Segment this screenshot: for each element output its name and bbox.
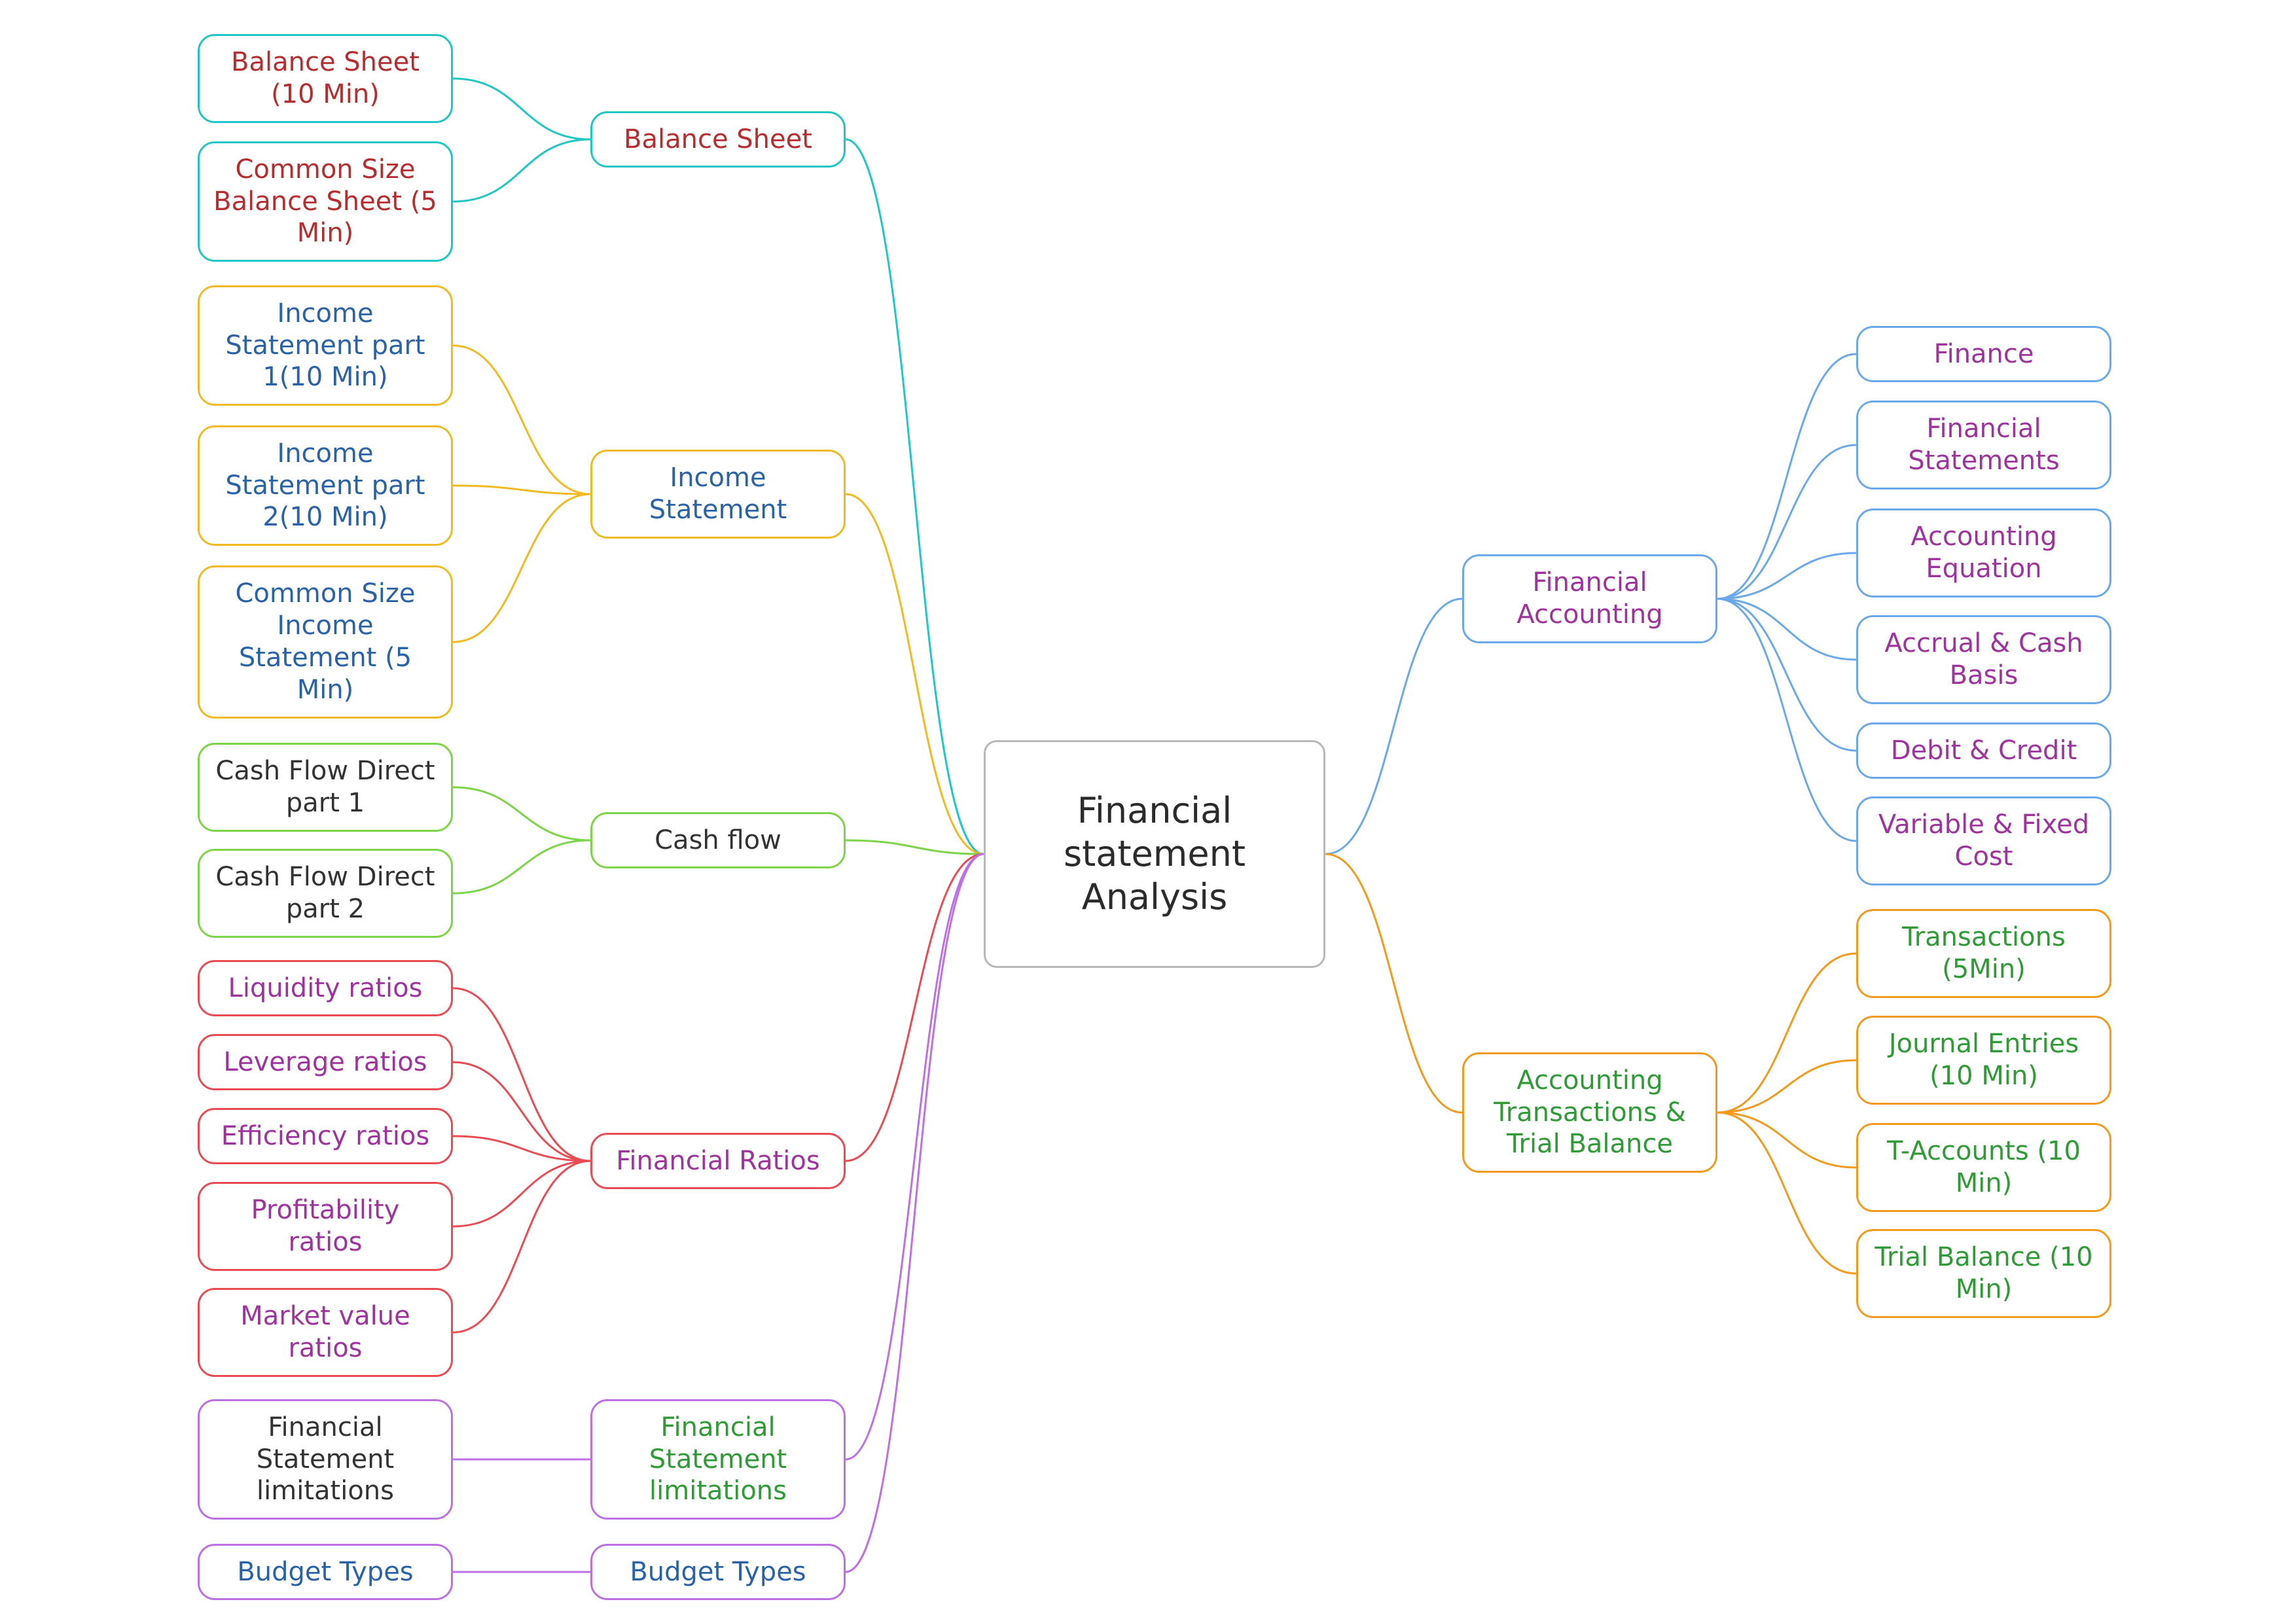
link-accounting-transactions-4 [1717,1111,1857,1275]
topic-income-statement-3-label: Common Size Income Statement (5 Min) [235,579,416,705]
topic-financial-accounting-2-label: Financial Statements [1908,414,2060,476]
branch-fs-limitations-label: Financial Statement limitations [649,1412,787,1507]
link-root-financial-accounting [1325,597,1463,855]
root-topic-label: Financial statement Analysis [1063,790,1246,918]
link-root-fs-limitations [845,853,984,1461]
topic-financial-accounting-5[interactable]: Debit & Credit [1856,722,2111,779]
branch-accounting-transactions-label: Accounting Transactions & Trial Balance [1494,1065,1686,1160]
link-income-statement-3 [452,493,591,643]
topic-accounting-transactions-3[interactable]: T-Accounts (10 Min) [1856,1123,2111,1212]
topic-income-statement-2[interactable]: Income Statement part 2(10 Min) [198,425,453,546]
link-root-financial-ratios [845,853,984,1162]
branch-income-statement-label: Income Statement [649,463,787,525]
branch-cash-flow[interactable]: Cash flow [590,812,846,868]
branch-fs-limitations[interactable]: Financial Statement limitations [590,1399,846,1520]
topic-financial-accounting-4-label: Accrual & Cash Basis [1884,628,2083,690]
link-financial-ratios-1 [452,987,591,1162]
topic-accounting-transactions-1[interactable]: Transactions (5Min) [1856,909,2111,998]
topic-financial-ratios-3-label: Efficiency ratios [221,1120,430,1151]
link-root-accounting-transactions [1325,853,1463,1114]
link-financial-ratios-2 [452,1061,591,1162]
topic-accounting-transactions-1-label: Transactions (5Min) [1902,922,2066,984]
branch-financial-ratios[interactable]: Financial Ratios [590,1133,846,1189]
branch-balance-sheet[interactable]: Balance Sheet [590,111,846,168]
topic-financial-ratios-2-label: Leverage ratios [223,1046,427,1077]
topic-accounting-transactions-4-label: Trial Balance (10 Min) [1874,1242,2093,1304]
topic-cash-flow-1-label: Cash Flow Direct part 1 [215,756,435,818]
link-financial-ratios-4 [452,1160,591,1228]
link-financial-accounting-4 [1717,597,1857,661]
topic-income-statement-1-label: Income Statement part 1(10 Min) [225,298,425,393]
link-balance-sheet-1 [452,77,591,141]
topic-accounting-transactions-3-label: T-Accounts (10 Min) [1887,1136,2081,1198]
topic-cash-flow-1[interactable]: Cash Flow Direct part 1 [198,743,453,832]
link-financial-accounting-2 [1717,444,1857,600]
link-financial-accounting-1 [1717,353,1857,600]
branch-financial-ratios-label: Financial Ratios [616,1145,820,1176]
link-accounting-transactions-2 [1717,1059,1857,1114]
branch-budget-types[interactable]: Budget Types [590,1544,846,1600]
topic-financial-ratios-5-label: Market value ratios [240,1301,410,1363]
topic-financial-accounting-5-label: Debit & Credit [1890,735,2077,766]
topic-balance-sheet-1-label: Balance Sheet (10 Min) [231,47,420,109]
topic-cash-flow-2[interactable]: Cash Flow Direct part 2 [198,849,453,938]
topic-financial-ratios-4-label: Profitability ratios [251,1195,400,1257]
topic-financial-accounting-2[interactable]: Financial Statements [1856,401,2111,490]
topic-financial-ratios-5[interactable]: Market value ratios [198,1288,453,1377]
topic-financial-ratios-1-label: Liquidity ratios [228,972,423,1003]
topic-accounting-transactions-2-label: Journal Entries (10 Min) [1888,1029,2079,1091]
topic-balance-sheet-2-label: Common Size Balance Sheet (5 Min) [213,154,437,249]
link-income-statement-1 [452,344,591,495]
link-financial-accounting-6 [1717,597,1857,842]
link-financial-accounting-5 [1717,597,1857,752]
branch-balance-sheet-label: Balance Sheet [624,124,812,154]
topic-budget-types-1[interactable]: Budget Types [198,1544,453,1600]
link-accounting-transactions-1 [1717,952,1857,1114]
topic-financial-accounting-6[interactable]: Variable & Fixed Cost [1856,796,2111,885]
topic-financial-ratios-1[interactable]: Liquidity ratios [198,960,453,1016]
branch-cash-flow-label: Cash flow [655,825,781,855]
branch-budget-types-label: Budget Types [630,1556,806,1587]
topic-financial-accounting-3-label: Accounting Equation [1910,522,2057,584]
topic-financial-accounting-4[interactable]: Accrual & Cash Basis [1856,615,2111,704]
link-root-balance-sheet [845,138,984,855]
topic-budget-types-1-label: Budget Types [237,1556,414,1587]
topic-income-statement-1[interactable]: Income Statement part 1(10 Min) [198,285,453,406]
branch-income-statement[interactable]: Income Statement [590,450,846,539]
topic-fs-limitations-1[interactable]: Financial Statement limitations [198,1399,453,1520]
root-topic[interactable]: Financial statement Analysis [984,740,1325,968]
link-financial-accounting-3 [1717,552,1857,600]
topic-financial-accounting-1[interactable]: Finance [1856,326,2111,382]
topic-fs-limitations-1-label: Financial Statement limitations [256,1412,395,1507]
topic-income-statement-3[interactable]: Common Size Income Statement (5 Min) [198,565,453,719]
topic-accounting-transactions-4[interactable]: Trial Balance (10 Min) [1856,1229,2111,1318]
branch-accounting-transactions[interactable]: Accounting Transactions & Trial Balance [1462,1052,1717,1173]
link-cash-flow-1 [452,786,591,842]
topic-financial-accounting-6-label: Variable & Fixed Cost [1878,810,2090,872]
link-accounting-transactions-3 [1717,1111,1857,1169]
topic-balance-sheet-2[interactable]: Common Size Balance Sheet (5 Min) [198,141,453,262]
topic-financial-accounting-1-label: Finance [1933,338,2034,369]
link-financial-ratios-5 [452,1160,591,1334]
branch-financial-accounting[interactable]: Financial Accounting [1462,554,1717,643]
link-cash-flow-2 [452,839,591,895]
branch-financial-accounting-label: Financial Accounting [1516,567,1663,630]
link-root-budget-types [845,853,984,1573]
link-financial-ratios-3 [452,1135,591,1162]
topic-financial-ratios-2[interactable]: Leverage ratios [198,1034,453,1090]
link-root-income-statement [845,493,984,855]
topic-income-statement-2-label: Income Statement part 2(10 Min) [225,438,425,533]
link-balance-sheet-2 [452,138,591,203]
topic-financial-ratios-3[interactable]: Efficiency ratios [198,1108,453,1164]
topic-balance-sheet-1[interactable]: Balance Sheet (10 Min) [198,34,453,123]
topic-cash-flow-2-label: Cash Flow Direct part 2 [215,862,435,924]
topic-financial-accounting-3[interactable]: Accounting Equation [1856,508,2111,597]
topic-financial-ratios-4[interactable]: Profitability ratios [198,1182,453,1271]
topic-accounting-transactions-2[interactable]: Journal Entries (10 Min) [1856,1016,2111,1105]
link-income-statement-2 [452,484,591,495]
link-root-cash-flow [845,839,984,855]
